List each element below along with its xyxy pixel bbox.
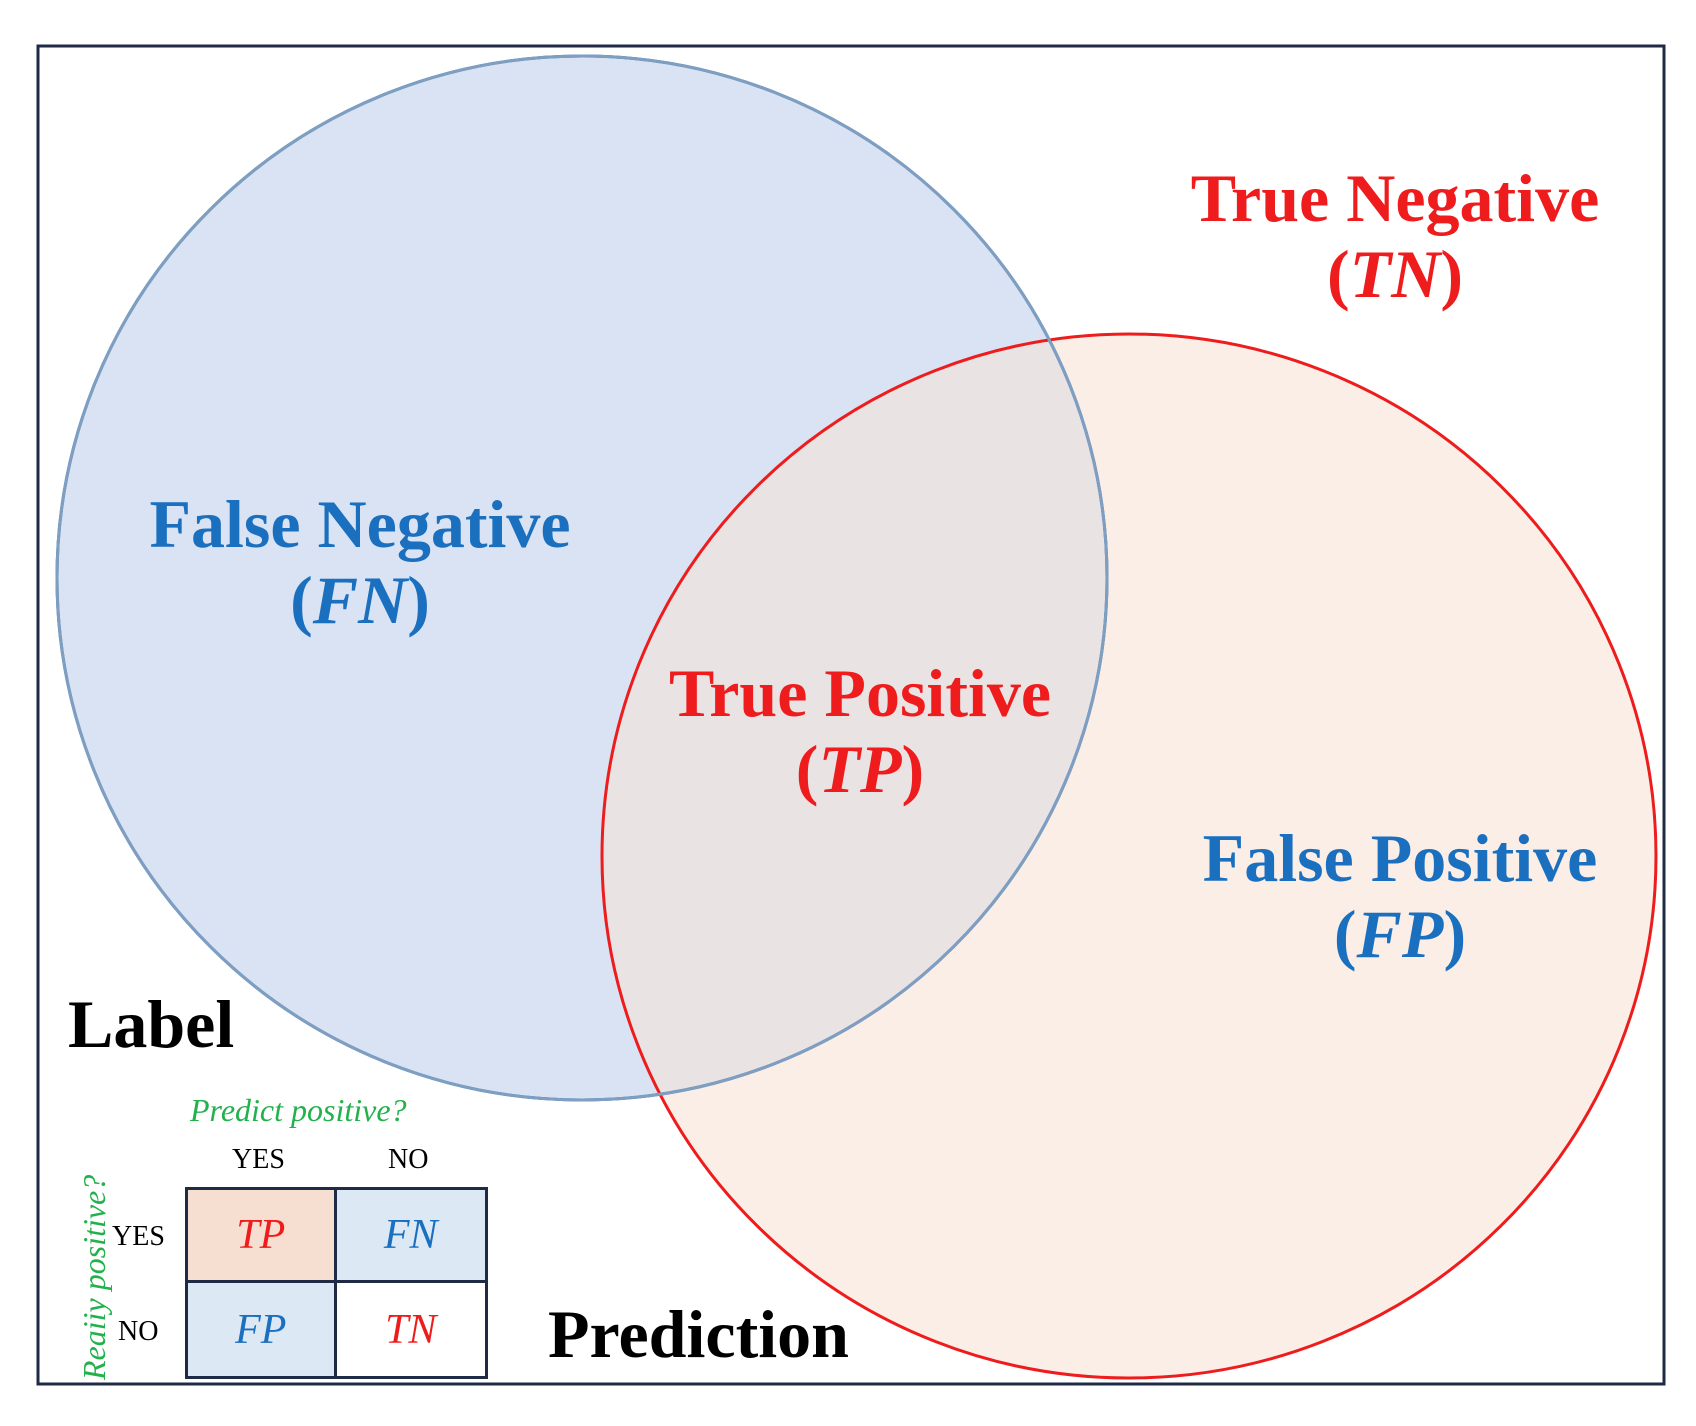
confusion-matrix: TP FN FP TN (185, 1187, 488, 1379)
matrix-col-header-no: NO (388, 1144, 429, 1175)
false-negative-abbr: (FN) (290, 562, 430, 639)
prediction-set-title: Prediction (548, 1296, 849, 1372)
matrix-col-header-yes: YES (232, 1144, 285, 1175)
label-set-title: Label (68, 986, 235, 1062)
false-negative-name: False Negative (149, 486, 571, 562)
label-circle-outline-inside (55, 54, 1109, 1102)
false-positive-name: False Positive (1202, 820, 1598, 896)
true-positive-label: True Positive (TP) (635, 655, 1085, 807)
false-negative-label: False Negative (FN) (115, 486, 605, 638)
matrix-cell-tp: TP (188, 1190, 337, 1283)
false-positive-label: False Positive (FP) (1170, 820, 1630, 972)
true-negative-label: True Negative (TN) (1160, 160, 1630, 312)
true-positive-name: True Positive (668, 655, 1052, 731)
matrix-row-header-no: NO (118, 1316, 159, 1347)
overlap-region (602, 334, 1107, 1100)
reality-positive-question: Reaiiy positive? (76, 1174, 112, 1380)
matrix-cell-fp: FP (188, 1283, 337, 1376)
true-negative-name: True Negative (1190, 160, 1600, 236)
matrix-cell-fn: FN (336, 1190, 485, 1283)
matrix-cell-tn: TN (336, 1283, 485, 1376)
true-negative-abbr: (TN) (1327, 236, 1463, 313)
prediction-circle-outline (600, 332, 1658, 1380)
matrix-row-header-yes: YES (112, 1221, 165, 1252)
false-positive-abbr: (FP) (1333, 896, 1467, 973)
true-positive-abbr: (TP) (795, 731, 925, 808)
predict-positive-question: Predict positive? (190, 1092, 407, 1128)
